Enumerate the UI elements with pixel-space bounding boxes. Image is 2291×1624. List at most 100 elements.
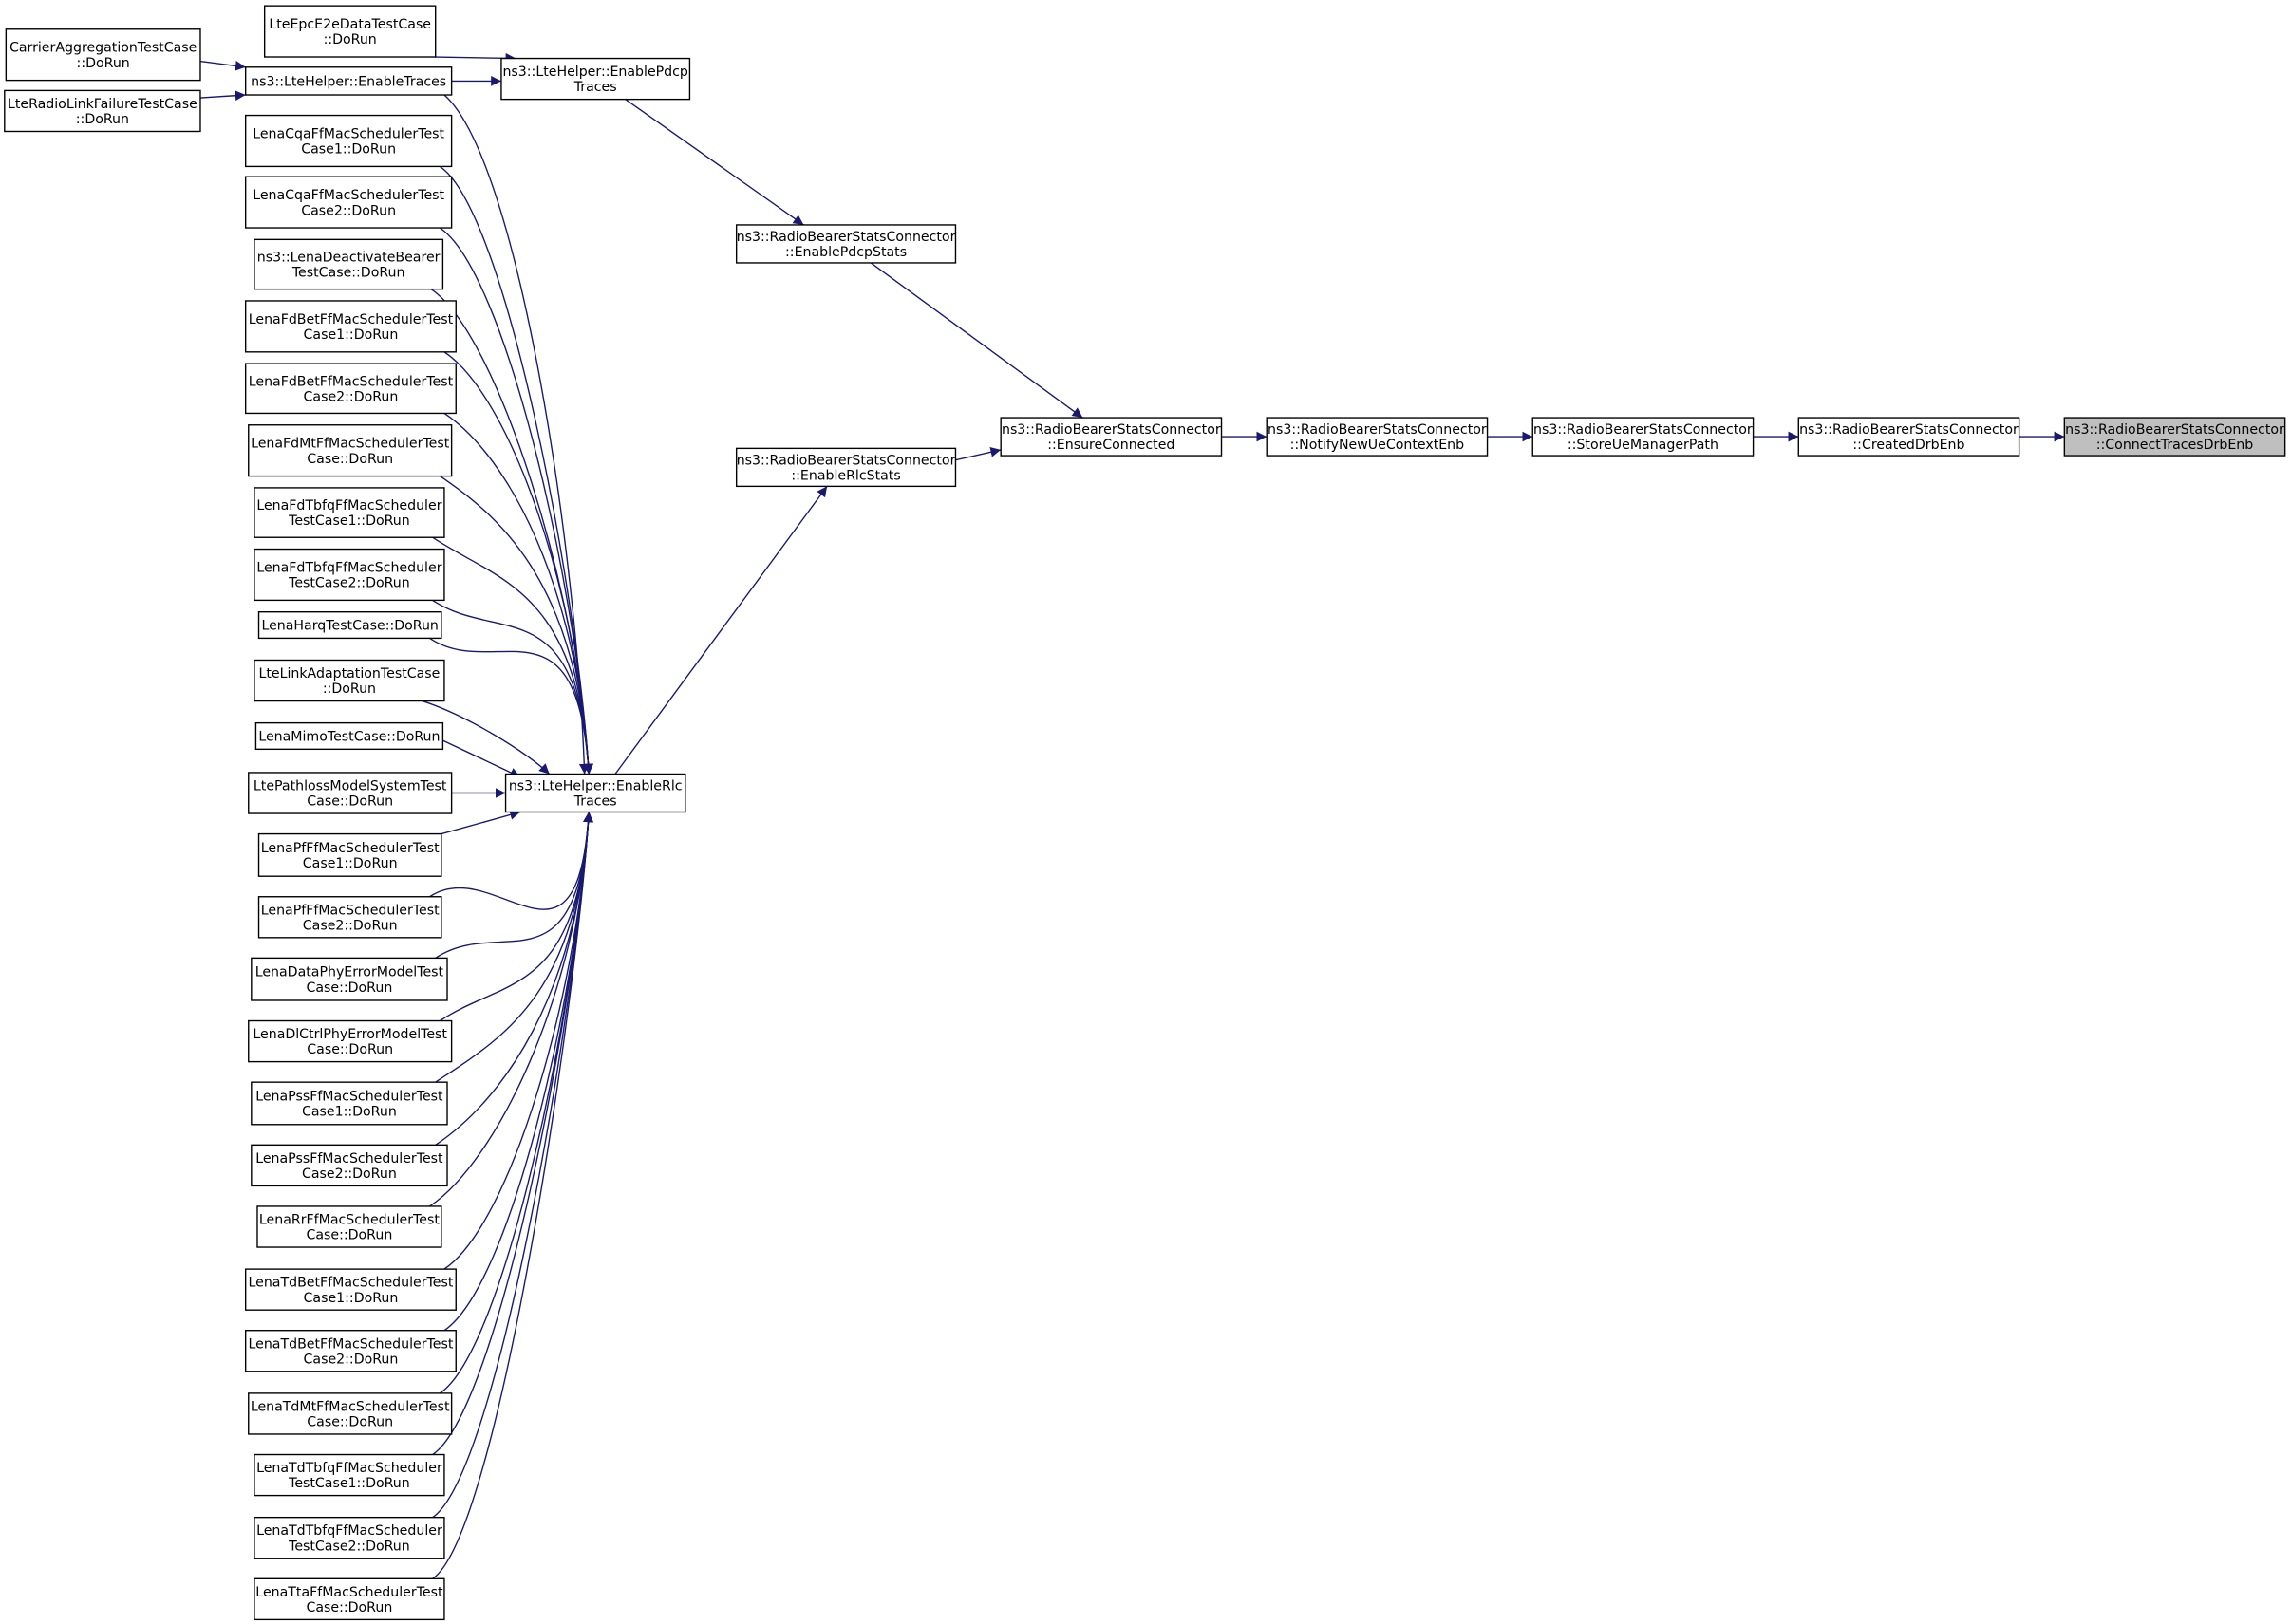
node-label: Case2::DoRun xyxy=(302,1167,397,1182)
node-linkad[interactable]: LteLinkAdaptationTestCase::DoRun xyxy=(254,659,445,702)
node-box xyxy=(254,487,445,538)
node-box xyxy=(504,773,686,813)
node-created[interactable]: ns3::RadioBearerStatsConnector::CreatedD… xyxy=(1797,417,2020,457)
node-connect[interactable]: ns3::RadioBearerStatsConnector::ConnectT… xyxy=(2063,417,2286,457)
node-carrier[interactable]: CarrierAggregationTestCase::DoRun xyxy=(5,28,201,82)
node-label: LenaFdTbfqFfMacScheduler xyxy=(256,498,441,513)
node-label: ns3::LteHelper::EnablePdcp xyxy=(502,65,687,80)
node-box xyxy=(257,611,442,640)
node-label: Case1::DoRun xyxy=(303,856,398,871)
node-label: Case1::DoRun xyxy=(301,142,396,158)
node-label: Case1::DoRun xyxy=(304,327,399,343)
edge-rlf-to-enableTraces xyxy=(199,90,246,102)
node-ensure[interactable]: ns3::RadioBearerStatsConnector::EnsureCo… xyxy=(1000,417,1223,457)
edge-fdmt-to-enableRlc xyxy=(439,476,593,775)
edge-harq-to-enableRlc xyxy=(429,637,593,775)
node-label: Case::DoRun xyxy=(307,794,393,810)
edge-linkad-to-enableRlc xyxy=(422,700,551,775)
node-label: LenaTdTbfqFfMacScheduler xyxy=(256,1523,442,1539)
node-label: LenaCqaFfMacSchedulerTest xyxy=(253,188,444,203)
edge-tta-to-enableRlc xyxy=(432,812,593,1579)
edge-dataphy-to-enableRlc xyxy=(435,812,593,959)
node-box xyxy=(244,363,457,415)
node-label: ns3::RadioBearerStatsConnector xyxy=(1533,422,1753,438)
node-label: ::ConnectTracesDrbEnb xyxy=(2096,438,2253,453)
node-label: LenaRrFfMacSchedulerTest xyxy=(259,1212,440,1227)
node-label: ns3::RadioBearerStatsConnector xyxy=(737,230,956,245)
edge-pss1-to-enableRlc xyxy=(435,812,593,1083)
node-label: ::CreatedDrbEnb xyxy=(1852,438,1964,453)
node-notify[interactable]: ns3::RadioBearerStatsConnector::NotifyNe… xyxy=(1266,417,1489,457)
node-box xyxy=(1531,417,1755,457)
node-label: ::EnsureConnected xyxy=(1047,438,1174,453)
node-label: Case2::DoRun xyxy=(301,203,396,218)
node-box xyxy=(251,1081,448,1126)
node-box xyxy=(1797,417,2020,457)
node-label: ns3::RadioBearerStatsConnector xyxy=(1268,422,1487,438)
node-label: LenaFdBetFfMacSchedulerTest xyxy=(249,312,454,327)
node-label: LenaTdBetFfMacSchedulerTest xyxy=(249,1336,454,1352)
node-box xyxy=(4,89,201,133)
node-box xyxy=(263,5,437,58)
node-rlcStats[interactable]: ns3::RadioBearerStatsConnector::EnableRl… xyxy=(735,447,957,488)
node-mimo[interactable]: LenaMimoTestCase::DoRun xyxy=(254,721,444,751)
nodes-layer: ns3::RadioBearerStatsConnector::ConnectT… xyxy=(4,5,2286,1621)
node-label: LenaFdBetFfMacSchedulerTest xyxy=(249,374,454,389)
node-label: Case1::DoRun xyxy=(302,1105,397,1120)
edge-rlcStats-to-ensure xyxy=(955,447,1002,461)
node-box xyxy=(254,1516,445,1559)
node-label: ns3::LteHelper::EnableRlc xyxy=(509,778,683,793)
node-label: Case2::DoRun xyxy=(304,1352,399,1367)
node-label: LteLinkAdaptationTestCase xyxy=(258,666,440,681)
node-box xyxy=(251,957,448,1001)
node-store[interactable]: ns3::RadioBearerStatsConnector::StoreUeM… xyxy=(1531,417,1755,457)
node-label: TestCase2::DoRun xyxy=(288,1539,410,1554)
node-label: LteRadioLinkFailureTestCase xyxy=(8,97,197,112)
node-box xyxy=(257,832,442,877)
node-epce2e[interactable]: LteEpcE2eDataTestCase::DoRun xyxy=(263,5,437,58)
node-box xyxy=(244,114,453,168)
node-label: ns3::RadioBearerStatsConnector xyxy=(2065,422,2284,438)
node-harq[interactable]: LenaHarqTestCase::DoRun xyxy=(257,611,442,640)
node-rlf[interactable]: LteRadioLinkFailureTestCase::DoRun xyxy=(4,89,201,133)
node-label: LenaFdMtFfMacSchedulerTest xyxy=(251,437,450,452)
node-enableTraces[interactable]: ns3::LteHelper::EnableTraces xyxy=(244,66,453,96)
node-box xyxy=(257,896,442,939)
node-box xyxy=(5,28,201,82)
node-pdcpStats[interactable]: ns3::RadioBearerStatsConnector::EnablePd… xyxy=(735,224,957,264)
node-label: Case::DoRun xyxy=(307,980,393,996)
node-box xyxy=(254,238,444,290)
node-box xyxy=(244,1330,457,1372)
edge-mimo-to-enableRlc xyxy=(442,739,521,778)
node-label: Traces xyxy=(573,80,617,95)
node-label: Case::DoRun xyxy=(307,1042,393,1057)
node-label: TestCase::DoRun xyxy=(291,266,405,281)
edge-carrier-to-enableTraces xyxy=(199,60,246,71)
node-box xyxy=(735,224,957,264)
node-box xyxy=(2063,417,2286,457)
